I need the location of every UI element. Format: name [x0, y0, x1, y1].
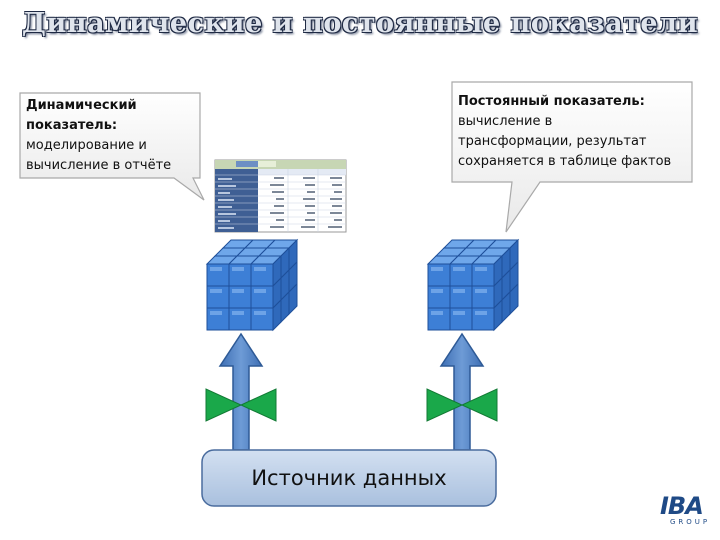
- callout-static-text: Постоянный показатель: вычисление в тран…: [458, 92, 690, 172]
- arrow-up-left: [218, 332, 264, 451]
- logo-sub-text: GROUP: [670, 518, 711, 526]
- callout-dynamic-line-3: моделирование и: [26, 138, 147, 153]
- valve-icon: [205, 388, 277, 422]
- callout-dynamic-line-4: вычисление в отчёте: [26, 158, 172, 173]
- callout-static-line-2: вычисление в: [458, 114, 553, 129]
- callout-static-line-3: трансформации, результат: [458, 134, 647, 149]
- callout-static-shape: [451, 81, 693, 233]
- slide-title: Динамические и постоянные показатели: [21, 8, 699, 39]
- iba-group-logo: IBA GROUP: [660, 492, 720, 536]
- olap-cube-icon: [426, 238, 520, 332]
- callout-dynamic: [19, 92, 205, 201]
- logo-main-text: IBA: [660, 492, 704, 520]
- callout-dynamic-line-1: Динамический: [26, 98, 137, 113]
- arrow-up-right: [439, 332, 485, 451]
- callout-dynamic-text: Динамический показатель: моделирование и…: [26, 96, 200, 176]
- report-thumbnail: [214, 159, 347, 233]
- data-source-label: Источник данных: [251, 466, 447, 490]
- valve-icon: [426, 388, 498, 422]
- callout-static-line-1: Постоянный показатель:: [458, 94, 645, 109]
- data-source-box: [201, 449, 497, 507]
- olap-cube-icon: [205, 238, 299, 332]
- callout-dynamic-line-2: показатель:: [26, 118, 118, 133]
- callout-static: [451, 81, 693, 233]
- callout-static-line-4: сохраняется в таблице фактов: [458, 154, 672, 169]
- callout-dynamic-shape: [19, 92, 205, 201]
